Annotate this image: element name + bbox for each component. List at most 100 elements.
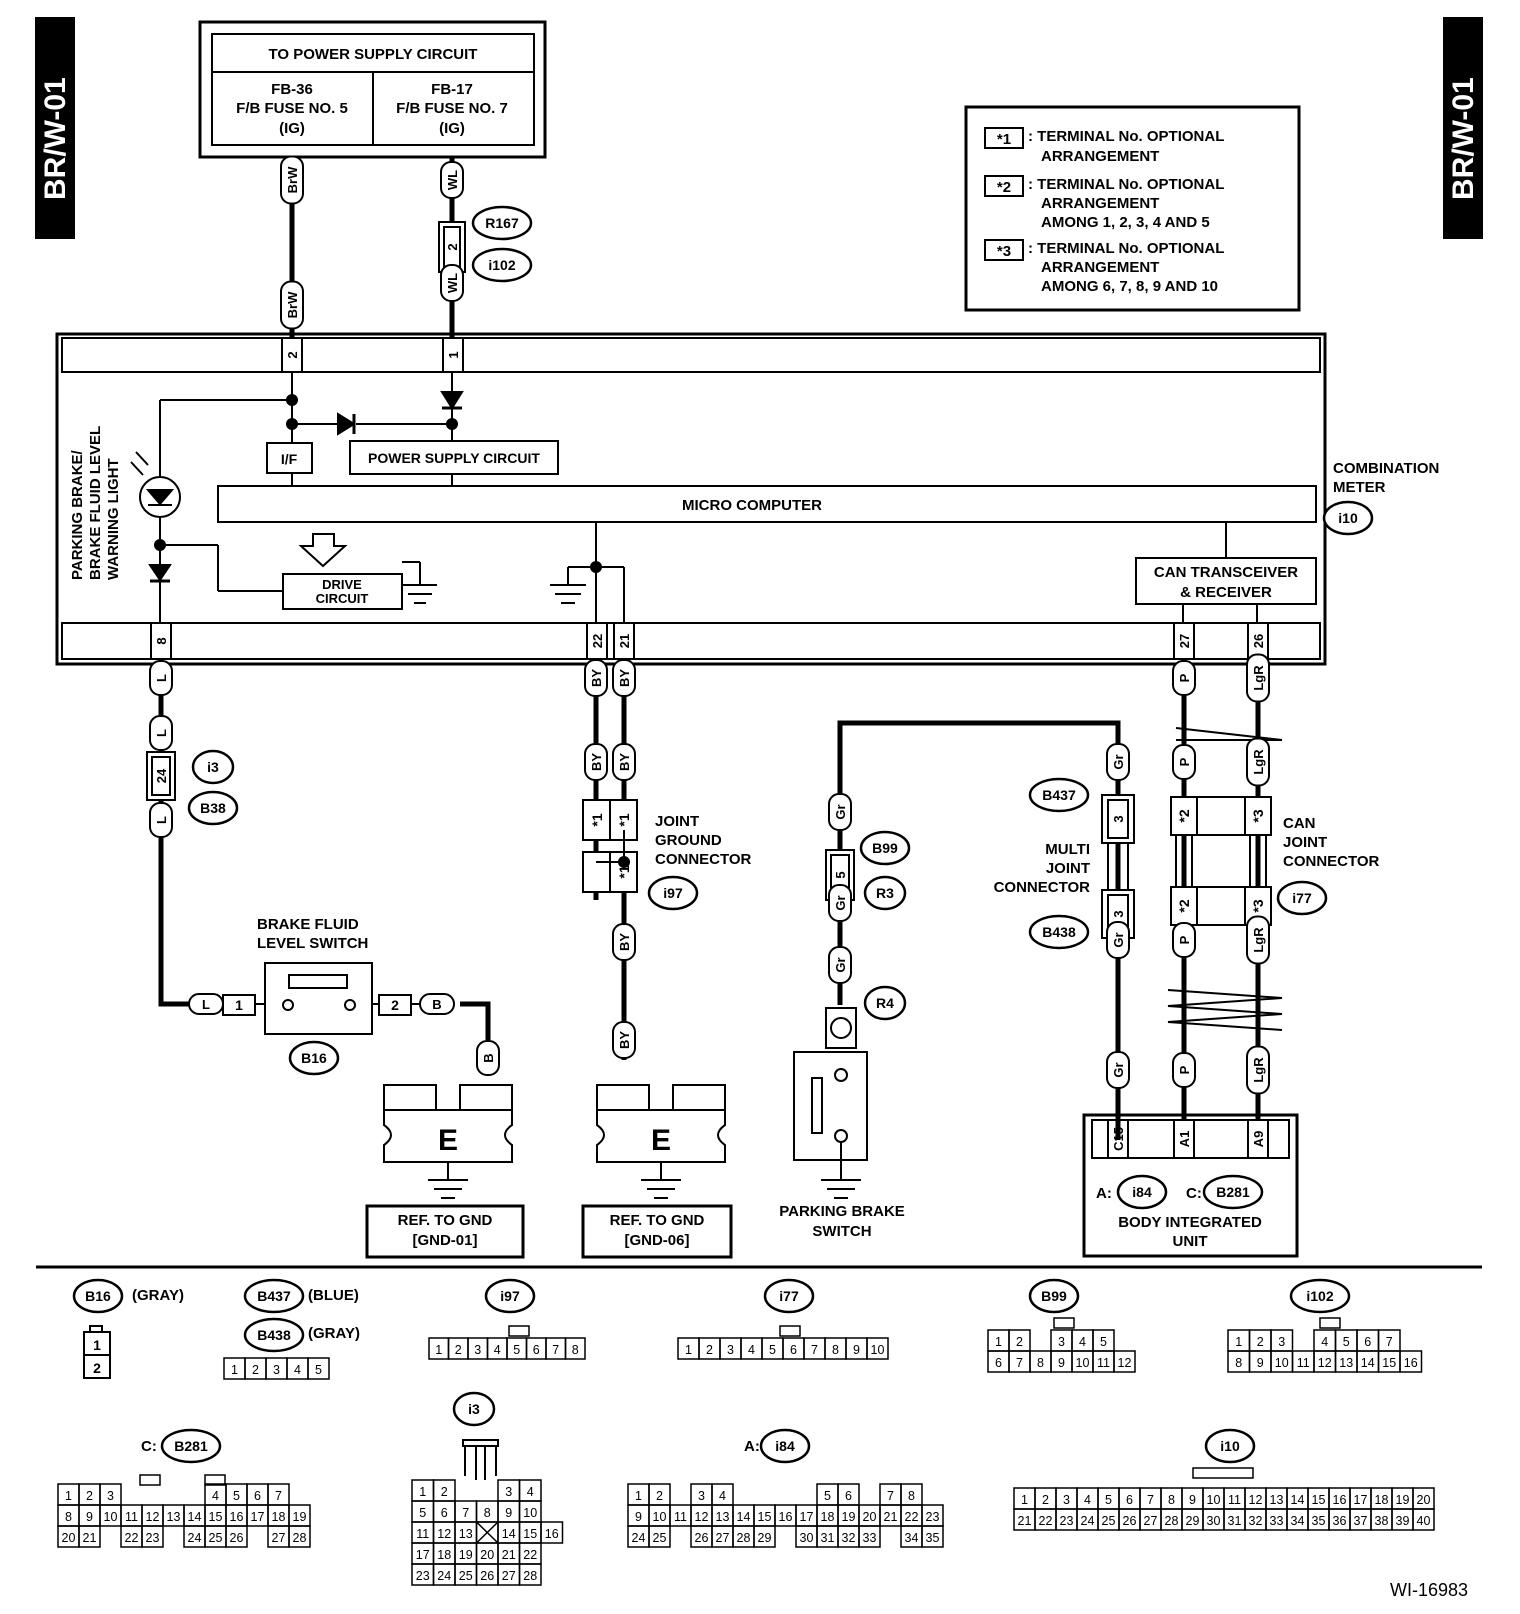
b281-pin-number: 2: [86, 1489, 93, 1503]
i84-pin-number: 8: [908, 1489, 915, 1503]
i102-pin-number: 15: [1382, 1356, 1396, 1370]
i10-pin-number: 9: [1189, 1493, 1196, 1507]
i84-pin-number: 35: [926, 1531, 940, 1545]
connector-id-label: B16: [301, 1050, 327, 1066]
i3-pin-number: 16: [545, 1527, 559, 1541]
i102-pin-number: 4: [1321, 1335, 1328, 1349]
i84-pin-number: 15: [758, 1510, 772, 1524]
i10-pin-number: 27: [1144, 1514, 1158, 1528]
b281-pin-number: 1: [65, 1489, 72, 1503]
wire-color-label: LgR: [1251, 665, 1266, 691]
i84-pin-number: 22: [905, 1510, 919, 1524]
wire-color-label: BY: [589, 669, 604, 687]
i3-pin-number: 26: [480, 1569, 494, 1583]
i102-pin-number: 8: [1235, 1356, 1242, 1370]
i10-pin-number: 4: [1084, 1493, 1091, 1507]
legend-2-l2: ARRANGEMENT: [1041, 195, 1159, 212]
pin-2-r167: 2: [445, 243, 460, 250]
side-tab-left-text: BR/W-01: [39, 77, 72, 200]
b99-pin-number: 4: [1079, 1335, 1086, 1349]
i84-pin-number: 27: [716, 1531, 730, 1545]
i10-pin-number: 11: [1228, 1493, 1241, 1507]
connector-id-oval: [484, 1278, 536, 1314]
i84-pin-number: 33: [863, 1531, 877, 1545]
connector-id-oval: [1322, 500, 1374, 536]
wire-color-label: Gr: [1111, 932, 1126, 947]
star-1c: *1: [616, 865, 632, 878]
b281-pin-number: 25: [209, 1531, 223, 1545]
b281-pin-number: 13: [167, 1510, 181, 1524]
i3-pin-number: 13: [459, 1527, 473, 1541]
i84-pin-number: 10: [653, 1510, 667, 1524]
wire-color-label: P: [1177, 1065, 1192, 1074]
i77-pin-number: 5: [769, 1343, 776, 1357]
side-tab-right-text: BR/W-01: [1447, 77, 1480, 200]
side-tab-left: [35, 17, 75, 239]
i3-pin-number: 9: [505, 1506, 512, 1520]
i102-pin-number: 2: [1257, 1335, 1264, 1349]
wire-color-label: Gr: [833, 895, 848, 910]
connector-id-oval: [863, 985, 907, 1021]
connector-id-label: B281: [174, 1438, 208, 1454]
wire-color-label: P: [1177, 935, 1192, 944]
i84-pin-number: 34: [905, 1531, 919, 1545]
connector-id-oval: [859, 830, 911, 866]
legend-1-l2: ARRANGEMENT: [1041, 148, 1159, 165]
b281-pin-number: 27: [272, 1531, 286, 1545]
i84-pin-number: 9: [635, 1510, 642, 1524]
wire-color-label: Gr: [1111, 1062, 1126, 1077]
connector-id-label: R167: [485, 215, 519, 231]
pin-21: 21: [617, 634, 632, 648]
b99-pin-number: 12: [1118, 1356, 1132, 1370]
gnd6-2: [GND-06]: [624, 1232, 689, 1249]
i10-pin-number: 34: [1291, 1514, 1305, 1528]
cjc-2: JOINT: [1283, 834, 1327, 851]
wire-capsule: [1246, 737, 1270, 787]
power-title: TO POWER SUPPLY CIRCUIT: [269, 46, 478, 63]
i10-pin-number: 38: [1375, 1514, 1389, 1528]
b281-pin-number: 17: [251, 1510, 265, 1524]
wire-capsule: [280, 155, 304, 205]
connector-id-oval: [452, 1391, 496, 1427]
biu-a-prefix: A:: [1096, 1185, 1112, 1202]
power-right-2: F/B FUSE NO. 7: [396, 100, 508, 117]
connector-id-label: i3: [468, 1401, 480, 1417]
i3-pin-number: 24: [437, 1569, 451, 1583]
i10-pin-number: 3: [1063, 1493, 1070, 1507]
i102-pin-number: 13: [1339, 1356, 1353, 1370]
pin-1-top: 1: [446, 351, 461, 358]
i3-pin: [540, 1521, 564, 1544]
connector-id-oval: [763, 1278, 815, 1314]
wire-capsule: [828, 946, 852, 984]
legend-3-l1: : TERMINAL No. OPTIONAL: [1028, 240, 1224, 257]
i10-pin-number: 39: [1396, 1514, 1410, 1528]
i77-pin-number: 7: [811, 1343, 818, 1357]
wire-capsule: [476, 1040, 500, 1076]
i102-pin-number: 7: [1386, 1335, 1393, 1349]
power-supply-box: [198, 20, 547, 159]
i10-pin-number: 18: [1375, 1493, 1389, 1507]
wire-color-label: LgR: [1251, 1057, 1266, 1083]
b437-pin-number: 4: [294, 1363, 301, 1377]
meter-title-2: METER: [1333, 479, 1386, 496]
pin-26: 26: [1251, 634, 1266, 648]
b281-pin-number: 6: [254, 1489, 261, 1503]
i84-pin-number: 13: [716, 1510, 730, 1524]
pin-5-b99: 5: [833, 871, 848, 878]
b16-color: (GRAY): [132, 1287, 184, 1304]
i84-pin-number: 32: [842, 1531, 856, 1545]
legend-mark-1: *1: [997, 131, 1011, 148]
wire-color-label: BY: [617, 1031, 632, 1049]
wire-capsule: [1246, 915, 1270, 965]
i77-pin-number: 3: [727, 1343, 734, 1357]
i84-pin-number: 20: [863, 1510, 877, 1524]
star-1a: *1: [589, 813, 605, 826]
i102-pin-number: 6: [1364, 1335, 1371, 1349]
b99-pin-number: 7: [1016, 1356, 1023, 1370]
parking-brake-switch: [793, 1051, 868, 1161]
b99-pin-number: 8: [1037, 1356, 1044, 1370]
wire-color-label: BY: [617, 669, 632, 687]
connector-id-oval: [243, 1317, 305, 1353]
i10-pin-number: 6: [1126, 1493, 1133, 1507]
b16-pin-1: 1: [93, 1337, 101, 1353]
